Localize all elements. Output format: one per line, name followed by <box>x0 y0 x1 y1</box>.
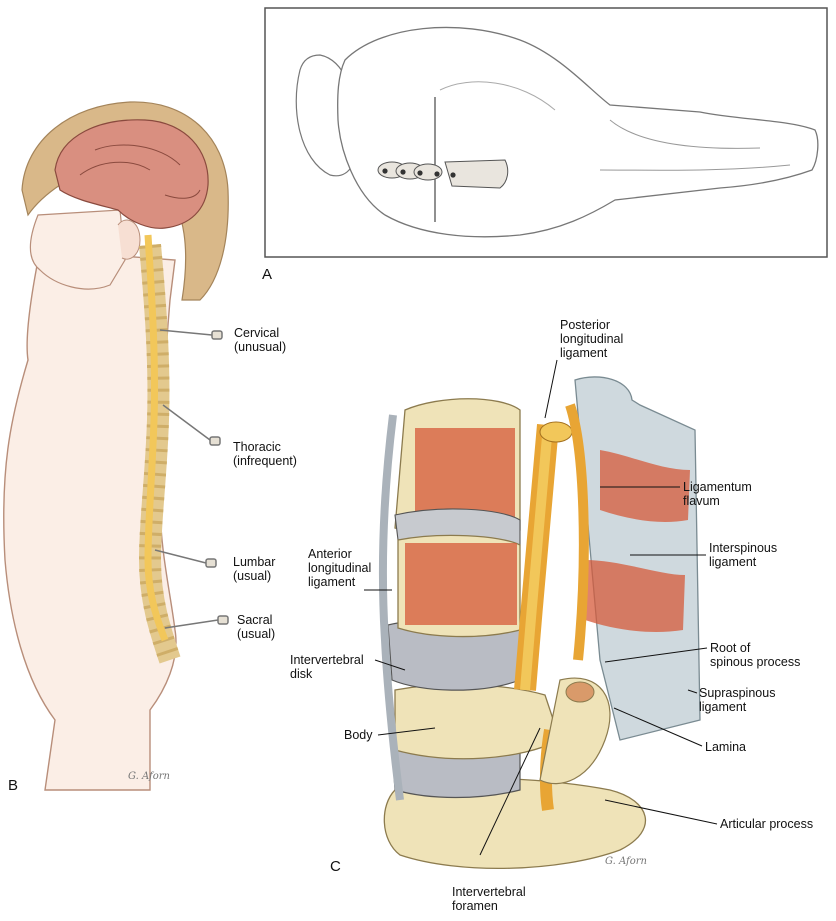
label-root-of-spinous-process: Root of spinous process <box>710 641 800 669</box>
label-line: Articular process <box>720 817 814 831</box>
label-line: longitudinal <box>560 332 624 346</box>
label-line: Body <box>344 728 373 742</box>
site-label-lumbar: Lumbar (usual) <box>233 555 275 583</box>
label-line: ligament <box>699 700 747 714</box>
artist-signature-c: G. Aforn <box>605 856 647 867</box>
label-line: foramen <box>452 899 498 913</box>
site-name: Sacral <box>237 613 273 627</box>
label-line: flavum <box>683 494 720 508</box>
label-intervertebral-disk: Intervertebral disk <box>290 653 364 681</box>
label-intervertebral-foramen: Intervertebral foramen <box>452 885 526 913</box>
label-body: Body <box>344 728 373 742</box>
label-line: longitudinal <box>308 561 372 575</box>
panel-label-c: C <box>330 858 341 875</box>
label-line: ligament <box>560 346 608 360</box>
label-lamina: Lamina <box>705 740 746 754</box>
site-label-cervical: Cervical (unusual) <box>234 326 286 354</box>
site-frequency: (usual) <box>233 569 272 583</box>
panel-a-illustration <box>264 7 828 258</box>
label-line: Anterior <box>308 547 352 561</box>
site-label-thoracic: Thoracic (infrequent) <box>233 440 297 468</box>
label-line: Lamina <box>705 740 746 754</box>
artist-signature: G. Aforn <box>128 771 170 782</box>
label-ligamentum-flavum: Ligamentum flavum <box>683 480 752 508</box>
panel-b-illustration <box>3 101 229 791</box>
label-interspinous-ligament: Interspinous ligament <box>709 541 777 569</box>
site-name: Cervical <box>234 326 280 340</box>
site-frequency: (infrequent) <box>233 454 297 468</box>
label-line: Ligamentum <box>683 480 752 494</box>
panel-c-illustration <box>379 376 701 870</box>
site-frequency: (unusual) <box>234 340 287 354</box>
label-line: Intervertebral <box>452 885 526 899</box>
label-posterior-longitudinal-ligament: Posterior longitudinal ligament <box>560 318 623 360</box>
label-anterior-longitudinal-ligament: Anterior longitudinal ligament <box>308 547 371 589</box>
label-line: Root of <box>710 641 751 655</box>
site-name: Lumbar <box>233 555 276 569</box>
label-supraspinous-ligament: Supraspinous ligament <box>699 686 775 714</box>
site-frequency: (usual) <box>237 627 276 641</box>
panel-label-a: A <box>262 266 273 283</box>
site-label-sacral: Sacral (usual) <box>237 613 275 641</box>
label-articular-process: Articular process <box>720 817 813 831</box>
label-line: disk <box>290 667 313 681</box>
label-line: Interspinous <box>709 541 778 555</box>
label-line: spinous process <box>710 655 801 669</box>
site-name: Thoracic <box>233 440 281 454</box>
label-line: ligament <box>308 575 356 589</box>
label-line: Posterior <box>560 318 611 332</box>
label-line: ligament <box>709 555 757 569</box>
label-line: Supraspinous <box>699 686 776 700</box>
leader-lines <box>364 359 718 856</box>
panel-label-b: B <box>8 777 19 794</box>
label-line: Intervertebral <box>290 653 364 667</box>
